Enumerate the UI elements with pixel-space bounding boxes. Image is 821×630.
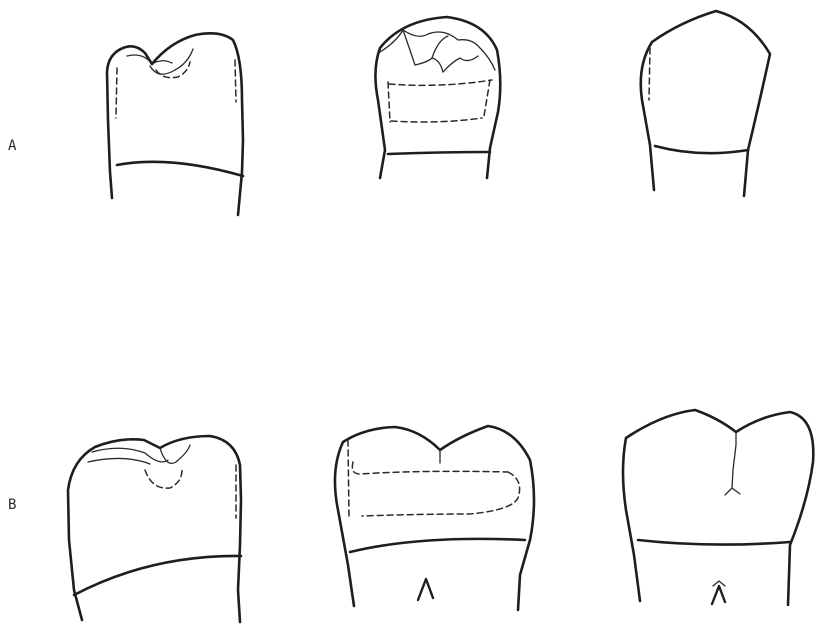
row-label-a: A xyxy=(8,139,16,153)
row-a-tooth-1 xyxy=(107,33,243,215)
row-label-b: B xyxy=(8,498,16,512)
row-a-tooth-3 xyxy=(641,11,770,196)
row-b-tooth-2 xyxy=(335,426,534,610)
row-b-tooth-1 xyxy=(68,436,241,622)
row-b-tooth-3 xyxy=(623,410,813,605)
row-a-tooth-2 xyxy=(375,17,500,178)
